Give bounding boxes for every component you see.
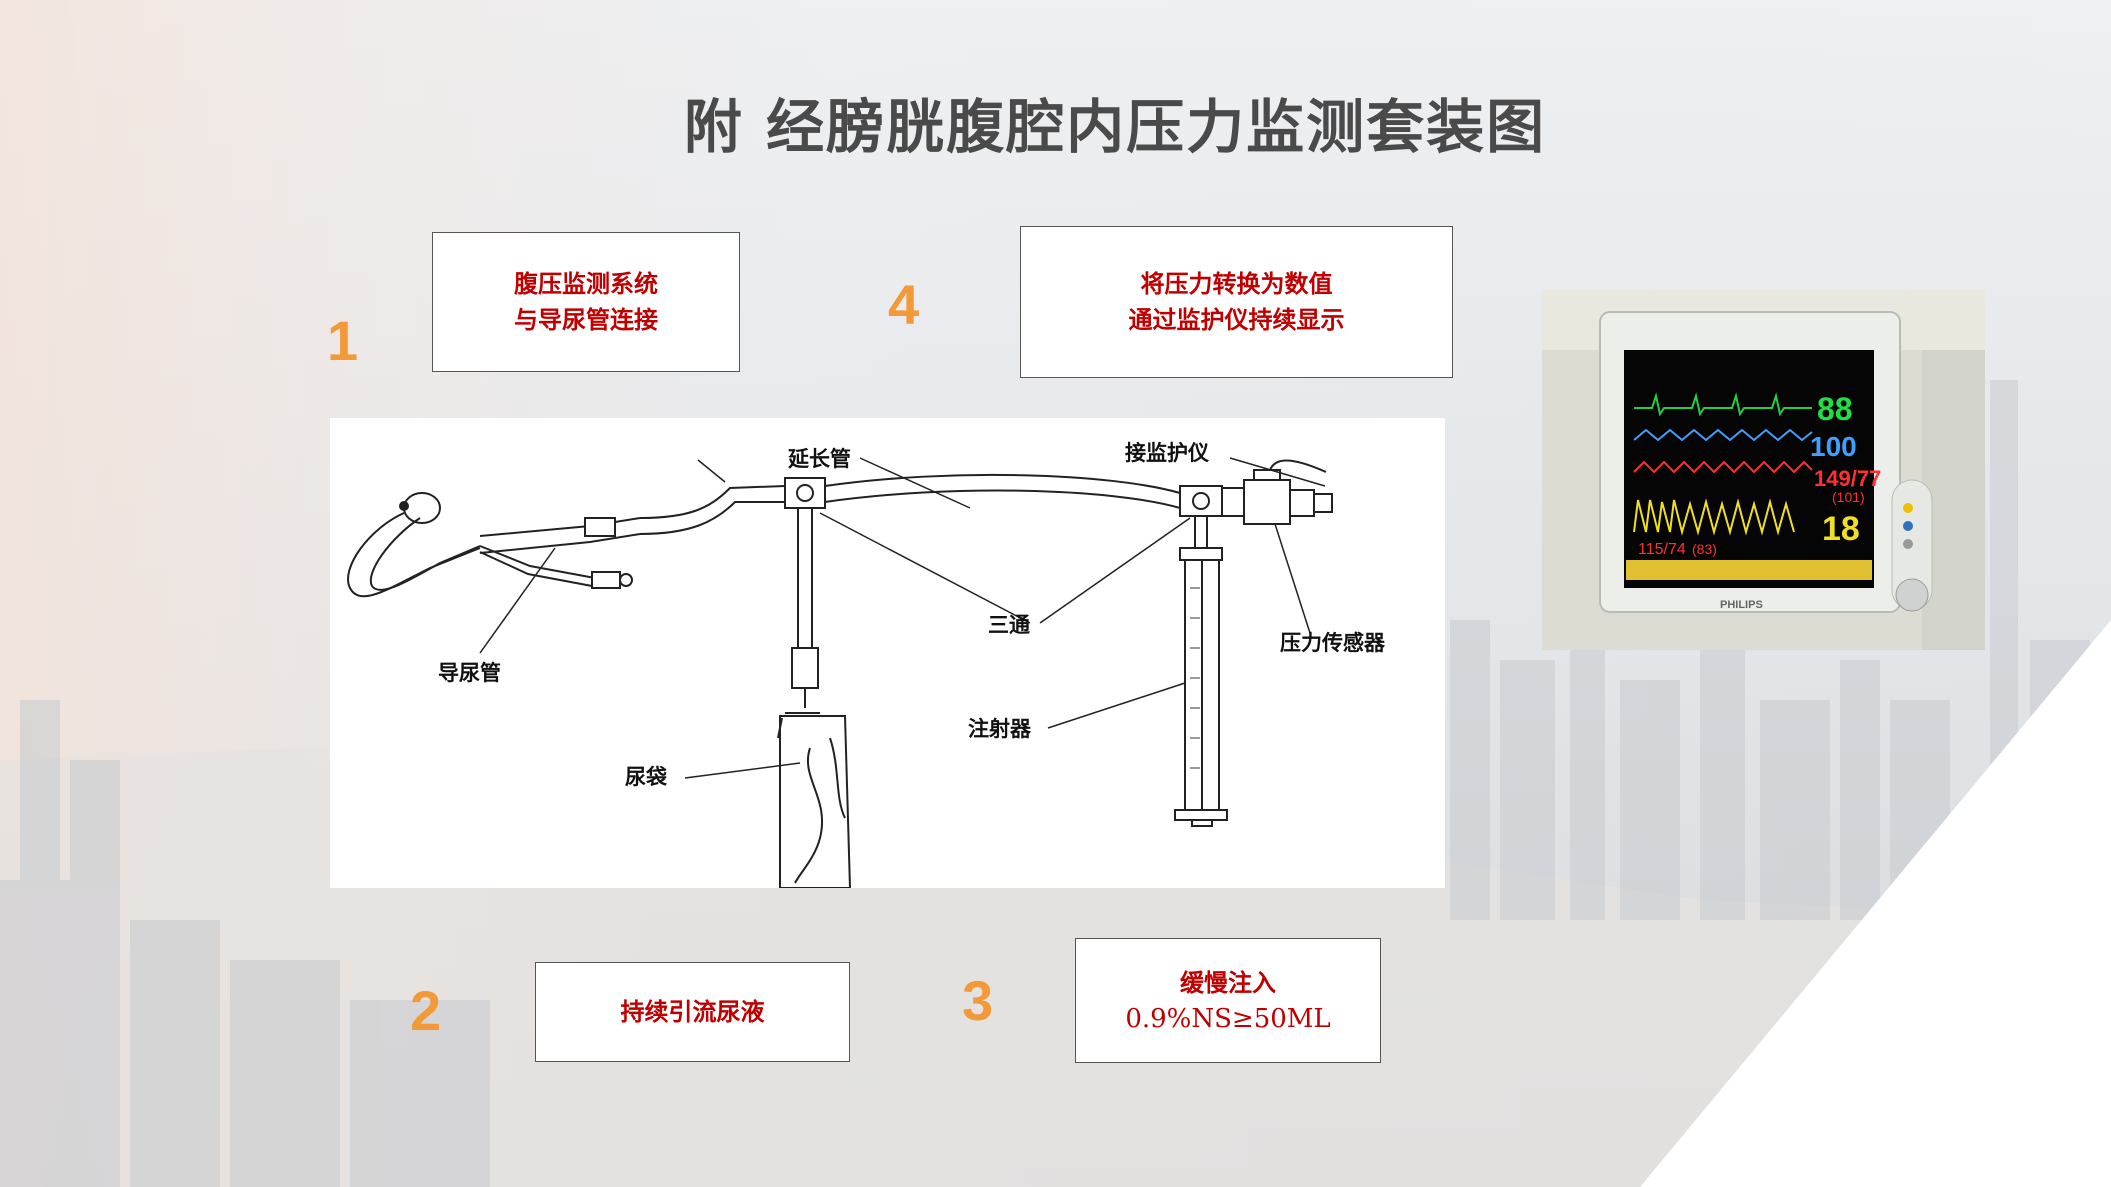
label-syringe: 注射器 [968,717,1032,741]
step-number-1: 1 [327,309,359,372]
label-extension-tube: 延长管 [787,447,851,471]
monitor-spo2: 100 [1810,431,1857,462]
step-2-line-1: 持续引流尿液 [620,997,765,1026]
step-box-2: 持续引流尿液 [535,962,850,1062]
page-title: 附 经膀胱腹腔内压力监测套装图 [683,93,1547,161]
patient-monitor-photo: 88 100 149/77 (101) 18 115/74 (83) PHILI… [1542,290,1985,650]
monitor-abp: 149/77 [1814,466,1881,491]
monitor-abp-mean: (101) [1832,489,1865,505]
label-catheter: 导尿管 [438,661,501,685]
step-box-3: 缓慢注入 0.9%NS≥50ML [1075,938,1381,1063]
step-4-line-1: 将压力转换为数值 [1140,269,1333,298]
step-3-line-1: 缓慢注入 [1180,967,1276,997]
step-number-2: 2 [410,979,442,1042]
monitor-brand: PHILIPS [1720,599,1763,611]
catheter-balloon [403,492,441,524]
label-urine-bag: 尿袋 [625,765,668,789]
label-monitor-connect: 接监护仪 [1125,441,1210,465]
monitor-nbp: 115/74 [1638,541,1686,558]
step-1-line-1: 腹压监测系统 [514,269,658,298]
monitor-nbp-mean: (83) [1692,541,1717,557]
step-number-4: 4 [888,273,920,336]
step-box-1: 腹压监测系统 与导尿管连接 [432,232,740,372]
monitor-resp: 18 [1822,510,1860,548]
step-box-4: 将压力转换为数值 通过监护仪持续显示 [1020,226,1453,378]
step-1-line-2: 与导尿管连接 [514,305,658,334]
step-number-3: 3 [962,969,994,1032]
label-pressure-sensor: 压力传感器 [1280,631,1386,655]
label-three-way: 三通 [988,613,1030,637]
monitor-hr: 88 [1817,391,1853,427]
apparatus-diagram: 延长管 接监护仪 导尿管 三通 压力传感器 注射器 尿袋 [330,418,1445,888]
step-3-line-2: 0.9%NS≥50ML [1125,1003,1331,1034]
step-4-line-2: 通过监护仪持续显示 [1128,305,1345,334]
